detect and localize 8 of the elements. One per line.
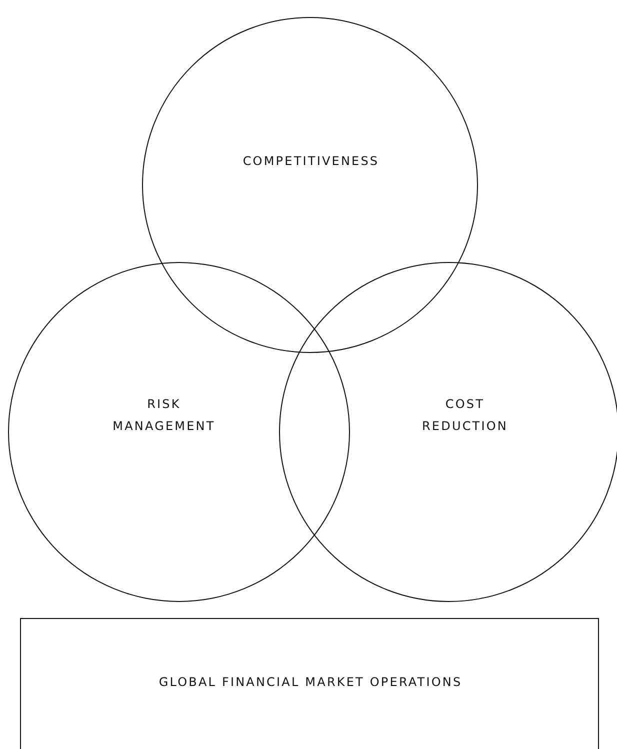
label-box [20, 618, 599, 749]
node-label: COMPETITIVENESS [242, 153, 380, 170]
node-label: COST REDUCTION [420, 396, 509, 435]
venn-circle [279, 262, 617, 602]
node-label: RISK MANAGEMENT [112, 396, 216, 435]
venn-circle [8, 262, 350, 602]
venn-circle [142, 17, 478, 353]
node-label: GLOBAL FINANCIAL MARKET OPERATIONS [158, 674, 464, 691]
